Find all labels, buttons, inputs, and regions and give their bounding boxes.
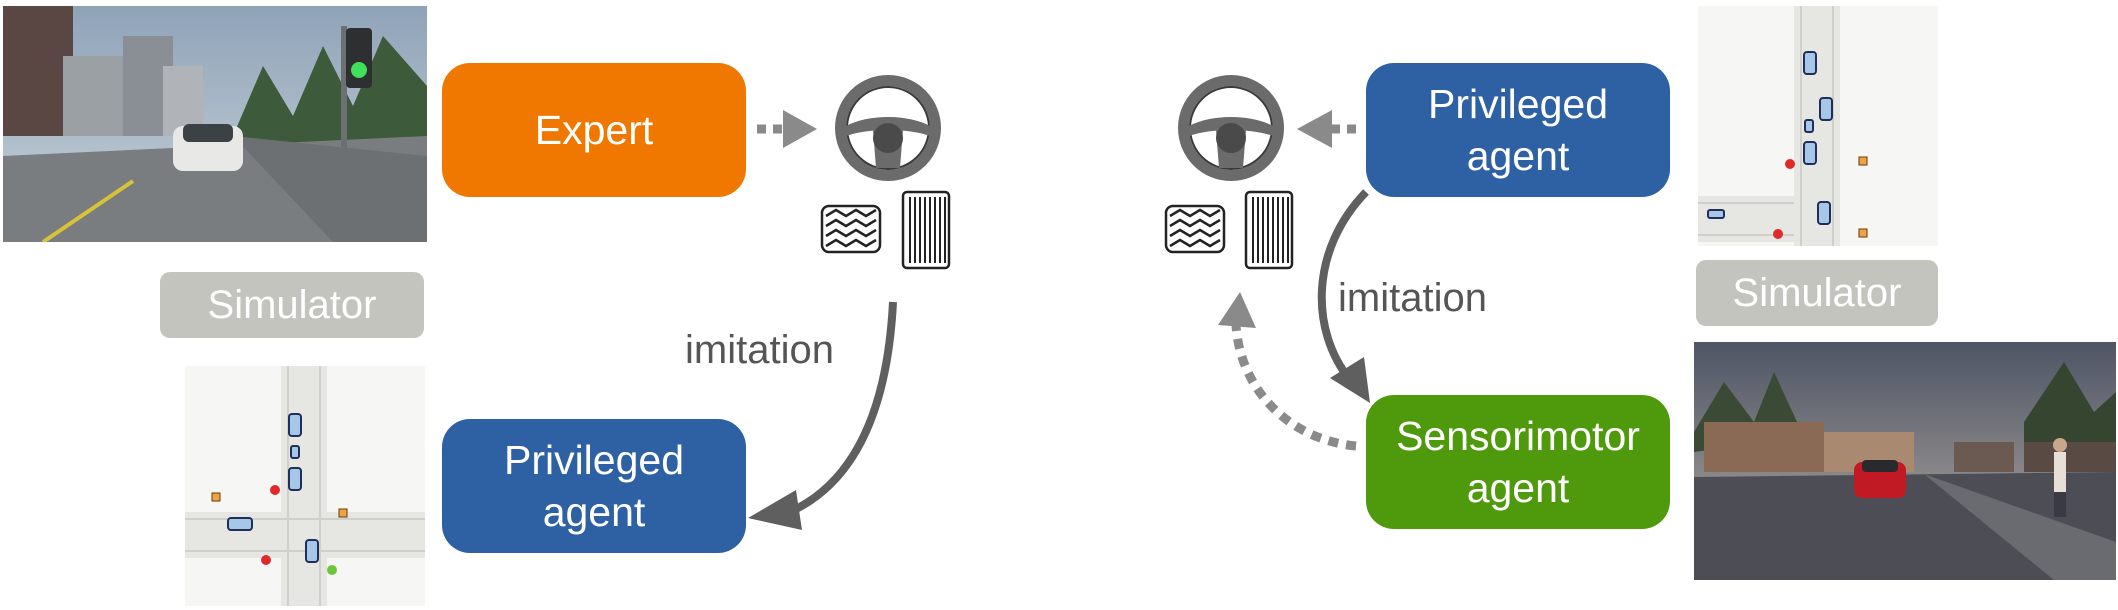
expert-label: Expert	[534, 107, 654, 153]
imitation-label-right: imitation	[1338, 276, 1487, 321]
steering-wheel-icon	[1178, 75, 1284, 181]
brake-pedal-icon	[1164, 204, 1226, 254]
imitation-text-left: imitation	[685, 328, 834, 372]
privileged-to-controls-arrow	[1297, 110, 1356, 148]
gas-pedal-icon	[901, 190, 951, 270]
simulator-label-text-left: Simulator	[207, 282, 377, 327]
simulator-label-left: Simulator	[160, 272, 424, 338]
gas-pedal-icon	[1244, 190, 1294, 270]
steering-wheel-icon	[835, 75, 941, 181]
privileged-agent-label-left: Privileged agent	[503, 437, 685, 535]
sensorimotor-agent-label: Sensorimotor agent	[1396, 413, 1640, 511]
privileged-agent-box-right: Privileged agent	[1366, 63, 1670, 197]
imitation-arrow-right	[1317, 189, 1370, 403]
simulator-label-right: Simulator	[1696, 260, 1938, 326]
imitation-label-left: imitation	[685, 328, 834, 373]
sensorimotor-agent-box: Sensorimotor agent	[1366, 395, 1670, 529]
simulator-label-text-right: Simulator	[1732, 270, 1902, 315]
privileged-agent-label-right: Privileged agent	[1427, 81, 1609, 179]
birdseye-map-left	[185, 366, 425, 606]
expert-box: Expert	[442, 63, 746, 197]
sensorimotor-to-controls-arrow	[1218, 292, 1357, 451]
brake-pedal-icon	[820, 204, 882, 254]
birdseye-map-right	[1698, 6, 1938, 246]
privileged-agent-box-left: Privileged agent	[442, 419, 746, 553]
simulator-camera-image-left	[3, 6, 427, 242]
expert-to-controls-arrow	[757, 110, 817, 148]
imitation-arrow-left	[748, 301, 897, 530]
simulator-camera-image-right	[1694, 342, 2116, 580]
imitation-text-right: imitation	[1338, 276, 1487, 320]
